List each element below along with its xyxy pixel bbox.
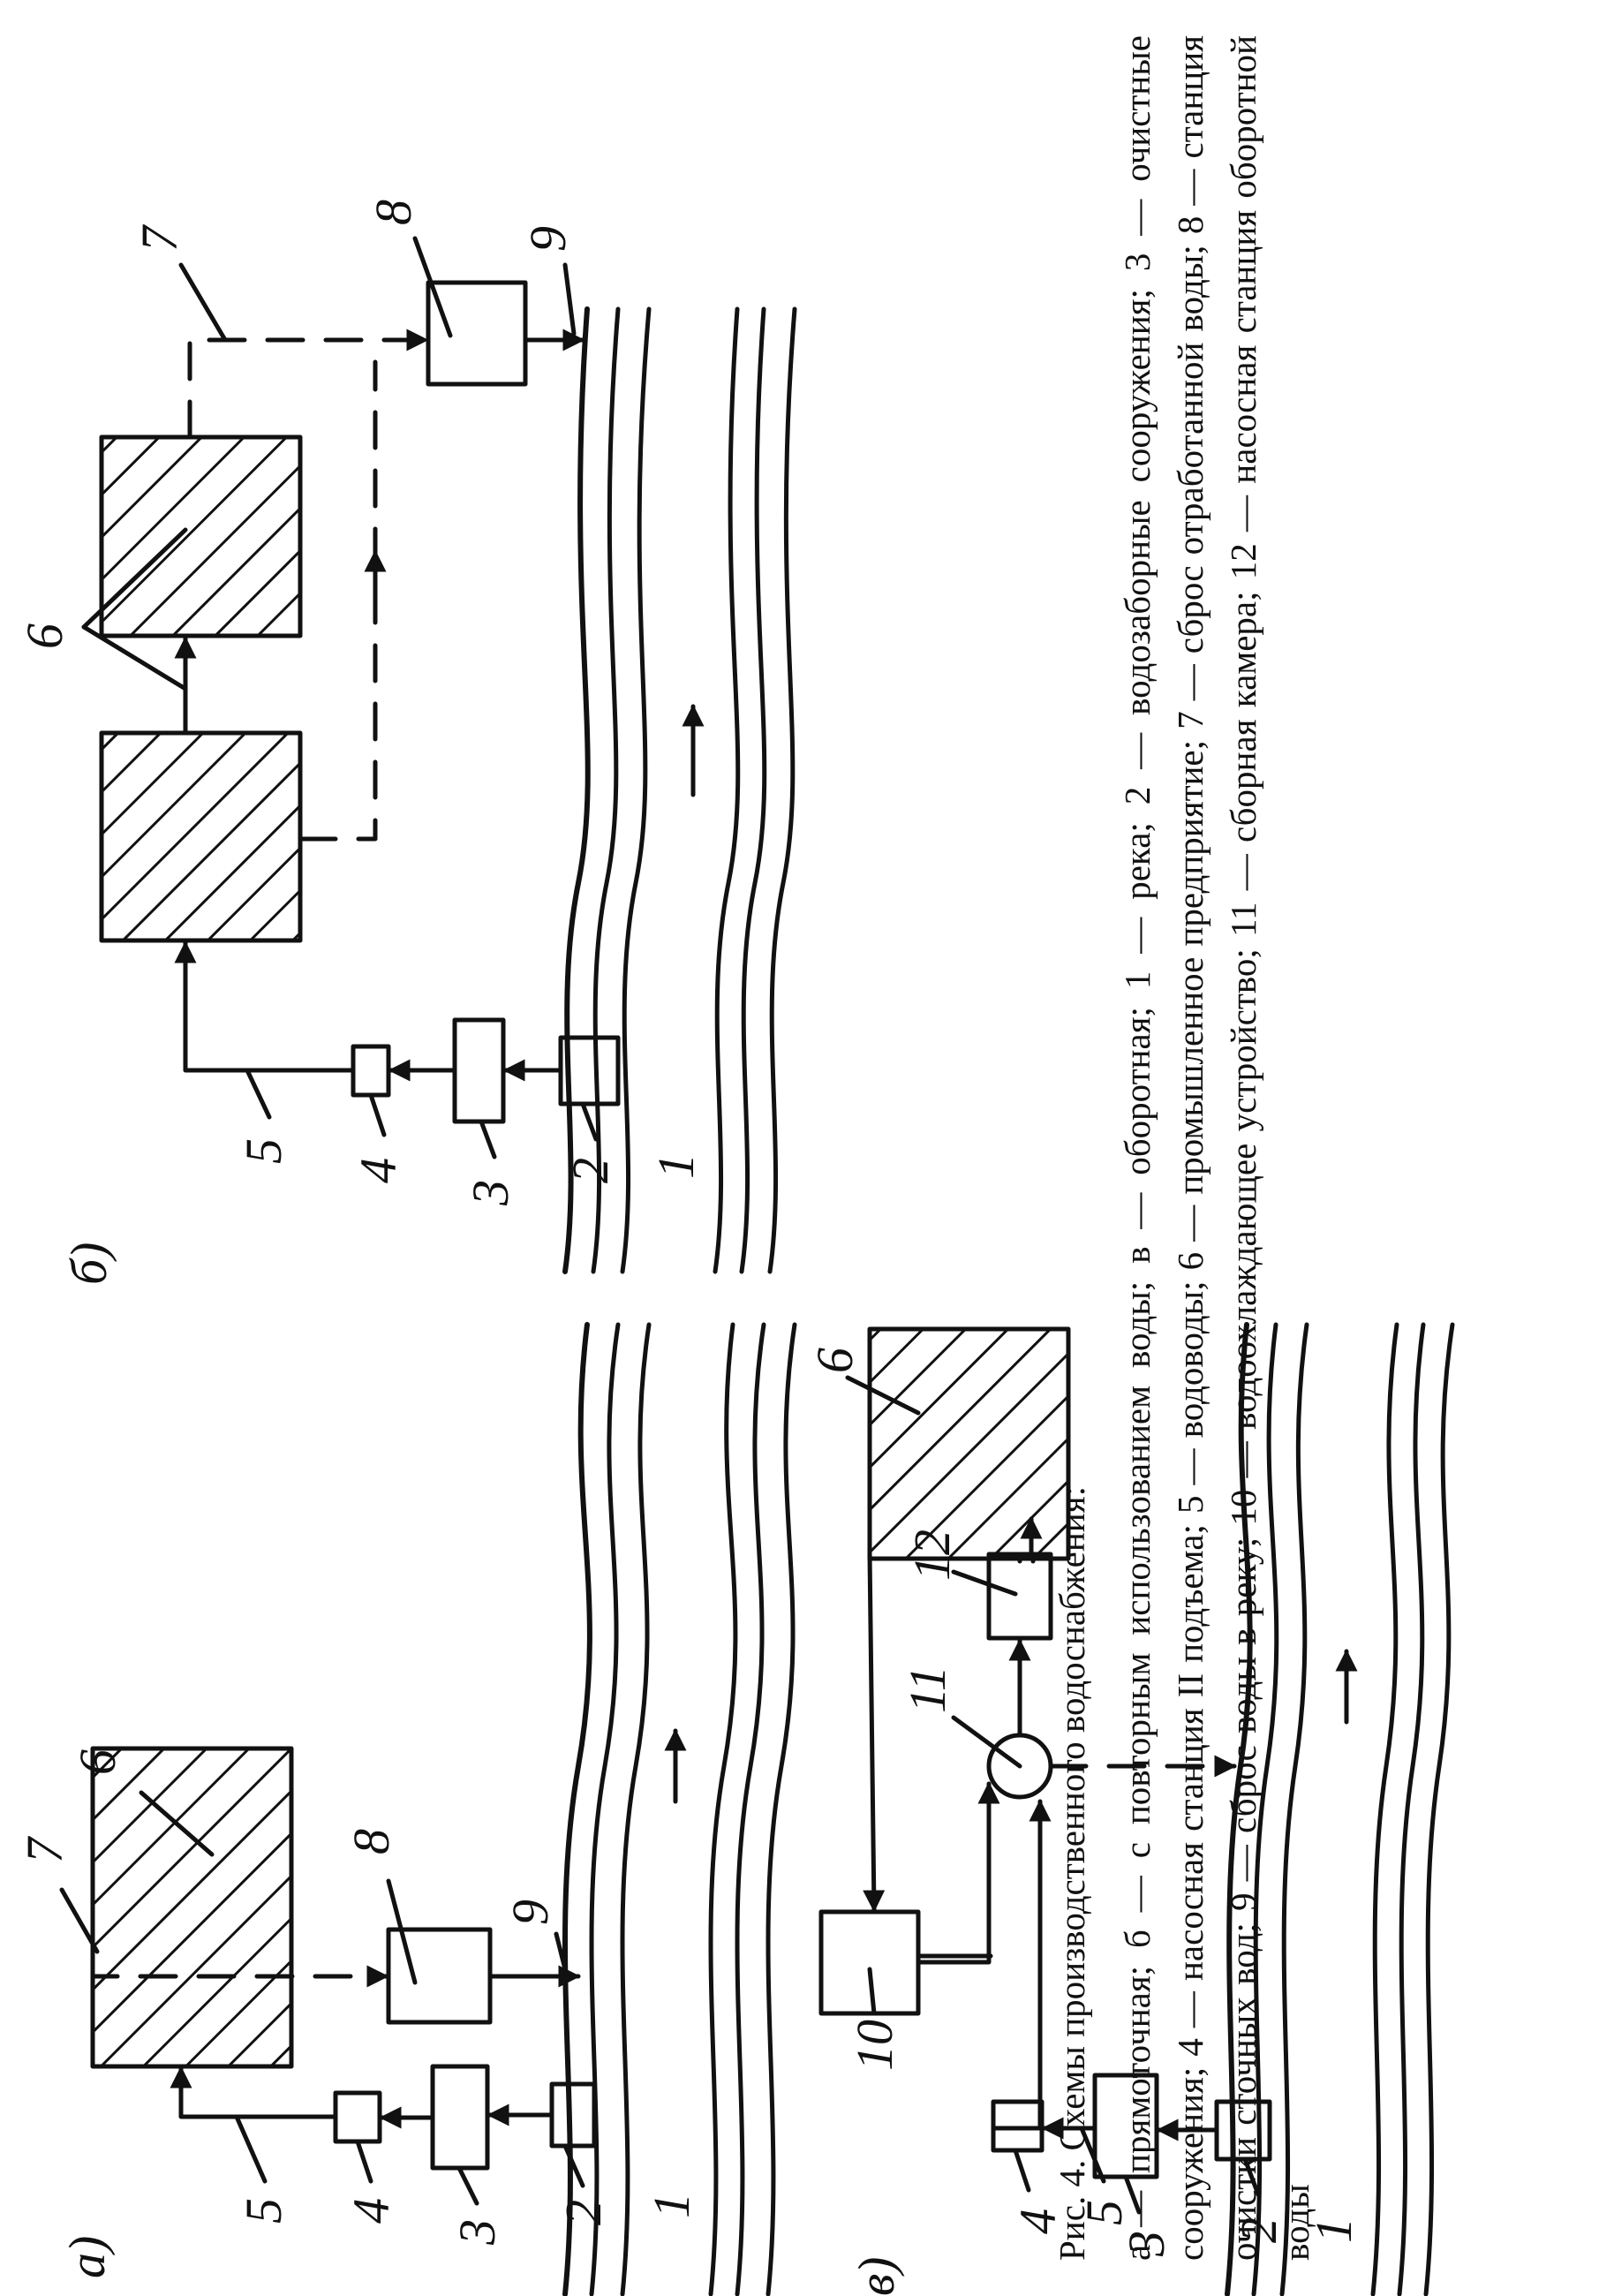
label-v-3: 3 (1118, 2231, 1175, 2257)
return-line-v (863, 1490, 886, 1913)
scheme-a (59, 1322, 797, 2296)
label-a-2: 2 (554, 2200, 612, 2225)
label-v-10: 10 (846, 2020, 903, 2071)
label-b-6: 6 (16, 623, 73, 649)
letter-a: а) (58, 2236, 116, 2278)
label-v-4: 4 (1009, 2209, 1067, 2234)
label-b-4: 4 (350, 1158, 407, 1183)
cooling-box-v (818, 1909, 921, 2016)
label-a-6: 6 (69, 1749, 126, 1775)
plant-box-a (90, 1746, 294, 2069)
label-b-8: 8 (365, 200, 422, 225)
pump-box-b (351, 1044, 391, 1098)
label-v-5: 5 (1075, 2200, 1133, 2225)
recirc-pump-box-v (986, 1552, 1053, 1641)
label-v-12: 12 (903, 1529, 961, 1581)
caption-prefix: Рис. 4. (1052, 2159, 1092, 2261)
label-b-7: 7 (131, 224, 188, 252)
caption-title: Схемы производственного водоснабжения: (1052, 1486, 1092, 2151)
plant-box-b2 (99, 434, 303, 638)
label-a-4: 4 (343, 2198, 400, 2224)
label-v-11: 11 (899, 1665, 956, 1713)
reuse-line-b (298, 359, 378, 842)
label-b-5: 5 (235, 1138, 292, 1164)
pump-box-a (333, 2090, 382, 2144)
label-a-3: 3 (449, 2219, 506, 2246)
label-v-6: 6 (806, 1348, 864, 1373)
label-a-1: 1 (643, 2193, 700, 2218)
label-a-9: 9 (502, 1899, 559, 1925)
treatment-box-b (452, 1017, 506, 1124)
label-a-7: 7 (16, 1836, 73, 1863)
treatment-box-a (430, 2064, 490, 2171)
discharge-line-b (187, 329, 429, 440)
pipeline-b (174, 940, 356, 1073)
label-v-1: 1 (1305, 2217, 1362, 2243)
river-v (1225, 1322, 1455, 2296)
intake-box-a (549, 2081, 597, 2149)
scheme-b (81, 236, 797, 1274)
letter-b: б) (60, 1242, 117, 1285)
plant-box-b1 (99, 730, 303, 943)
label-b-3: 3 (462, 1180, 519, 1206)
pipeline-v (991, 1799, 1052, 2131)
plant-box-v (867, 1326, 1071, 1561)
caption-legend: а — прямоточная; б — с повторным использ… (1117, 35, 1316, 2261)
figure-caption: Рис. 4. Схемы производственного водоснаб… (1045, 35, 1323, 2261)
label-v-2: 2 (1230, 2217, 1287, 2243)
label-a-5: 5 (235, 2198, 292, 2224)
label-b-2: 2 (562, 1158, 619, 1183)
river-b (562, 306, 797, 1274)
label-a-8: 8 (343, 1829, 400, 1854)
scheme-v (818, 1322, 1455, 2296)
label-b-9: 9 (519, 226, 577, 252)
letter-v: в) (848, 2257, 905, 2296)
caption-title-line: Рис. 4. Схемы производственного водоснаб… (1045, 35, 1098, 2261)
pipeline-a (170, 2066, 338, 2119)
label-b-1: 1 (647, 1153, 705, 1179)
discharge-line-a (90, 1905, 389, 1988)
river-a (562, 1322, 797, 2296)
wastewater-station-box-b (426, 280, 528, 387)
